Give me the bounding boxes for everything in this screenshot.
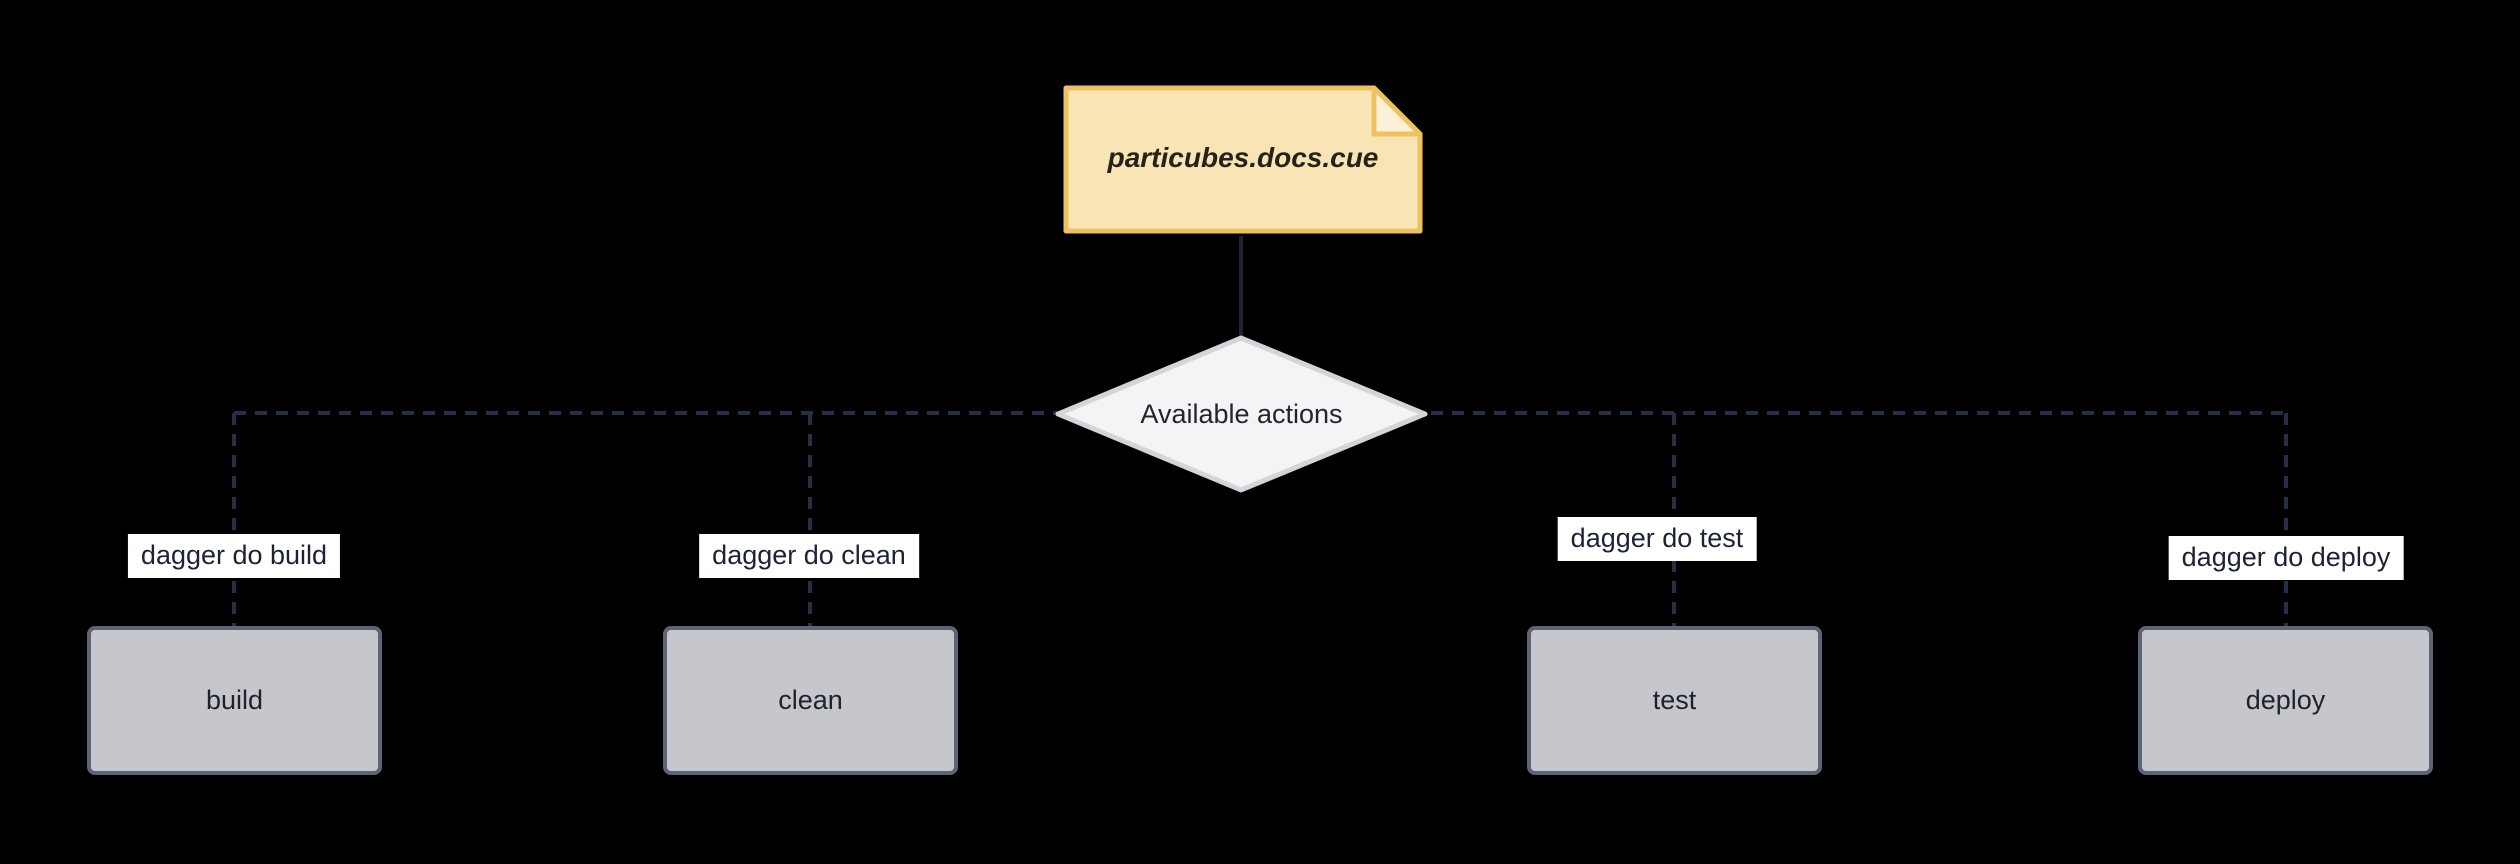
edge-label-dagger-do-build: dagger do build	[127, 534, 341, 579]
action-node-test: test	[1527, 626, 1822, 775]
action-node-label: clean	[778, 685, 843, 715]
decision-label: Available actions	[1140, 398, 1343, 429]
edge-label-dagger-do-deploy: dagger do deploy	[2168, 536, 2404, 581]
edge-label-dagger-do-test: dagger do test	[1557, 517, 1757, 562]
edge-label-dagger-do-clean: dagger do clean	[699, 534, 919, 579]
note-label: particubes.docs.cue	[1107, 142, 1379, 173]
note-fold-corner	[1371, 85, 1423, 137]
action-node-label: build	[205, 685, 264, 715]
action-node-label: test	[1652, 685, 1697, 715]
note-shape	[1063, 85, 1423, 234]
action-node-build: build	[87, 626, 382, 775]
action-node-clean: clean	[663, 626, 958, 775]
action-node-deploy: deploy	[2138, 626, 2433, 775]
decision-diamond-shape	[1055, 335, 1428, 493]
action-node-label: deploy	[2245, 685, 2326, 715]
